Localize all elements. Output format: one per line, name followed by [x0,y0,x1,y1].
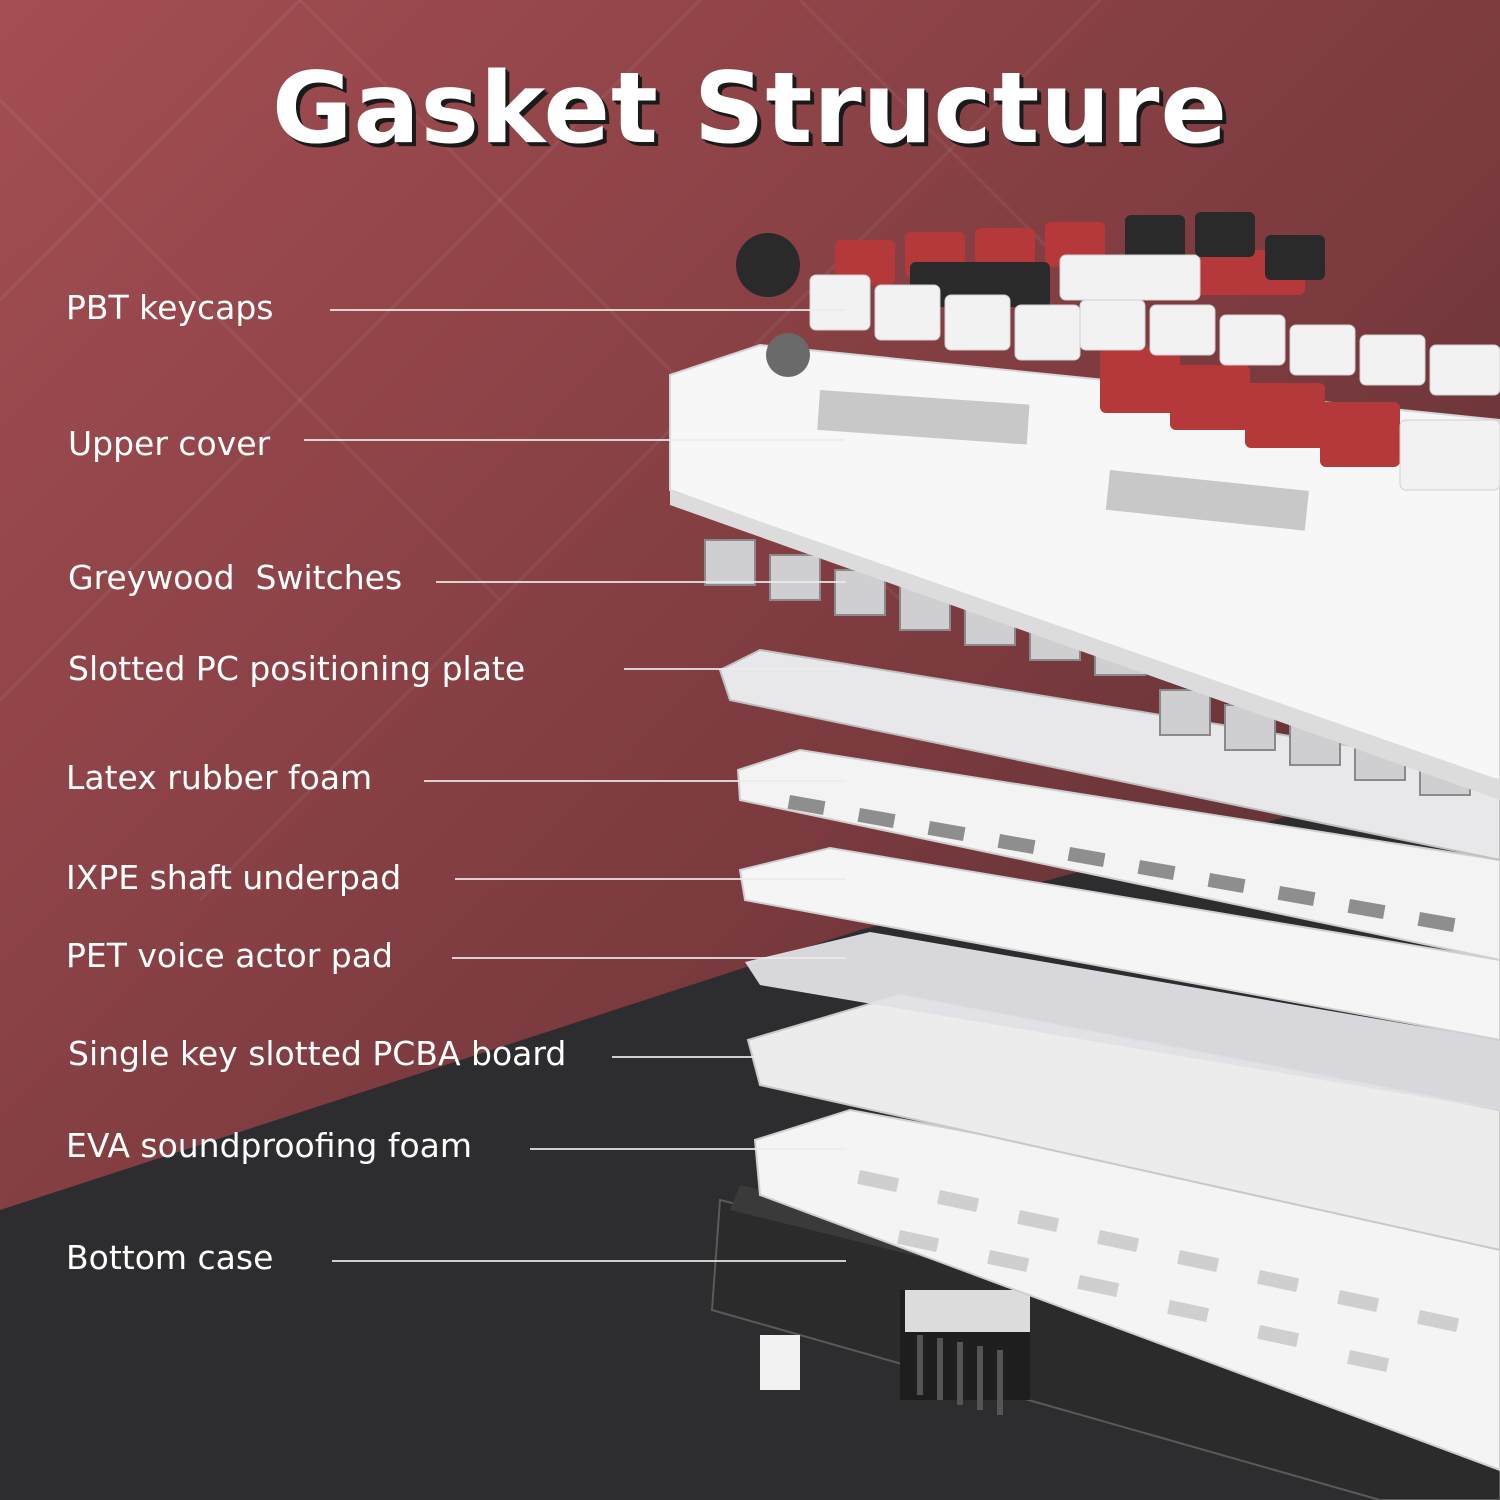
latex-foam-slots [787,794,1456,933]
label-slotted-pc-plate: Slotted PC positioning plate [68,649,526,688]
latex-foam-shape [736,748,1500,962]
label-upper-cover: Upper cover [68,424,271,463]
label-pet-voice-pad: PET voice actor pad [66,936,393,975]
leader-line-pet-voice-pad [452,957,846,959]
label-pbt-keycaps: PBT keycaps [66,288,274,327]
upper-cover-shape [669,343,1500,800]
label-ixpe-underpad: IXPE shaft underpad [66,858,402,897]
leader-line-slotted-pc-plate [624,668,846,670]
label-bottom-case: Bottom case [66,1238,274,1277]
label-latex-rubber-foam: Latex rubber foam [66,758,373,797]
leader-line-pcba-board [612,1056,846,1058]
leader-line-eva-foam [530,1148,846,1150]
label-greywood-switches: Greywood Switches [68,558,403,597]
leader-line-greywood-switches [436,581,846,583]
pc-plate-shape [718,648,1500,862]
page-title: Gasket Structure [272,52,1228,166]
pet-pad-shape [745,932,1500,1110]
eva-foam-slots [857,1170,1460,1373]
leader-line-upper-cover [304,439,844,441]
keycaps-shape [736,212,1500,491]
leader-line-pbt-keycaps [330,309,845,311]
leader-line-ixpe-underpad [455,878,846,880]
label-pcba-board: Single key slotted PCBA board [68,1034,567,1073]
leader-line-latex-rubber-foam [424,780,846,782]
ixpe-underpad-shape [738,846,1500,1042]
leader-line-bottom-case [332,1260,846,1262]
label-eva-foam: EVA soundproofing foam [66,1126,473,1165]
